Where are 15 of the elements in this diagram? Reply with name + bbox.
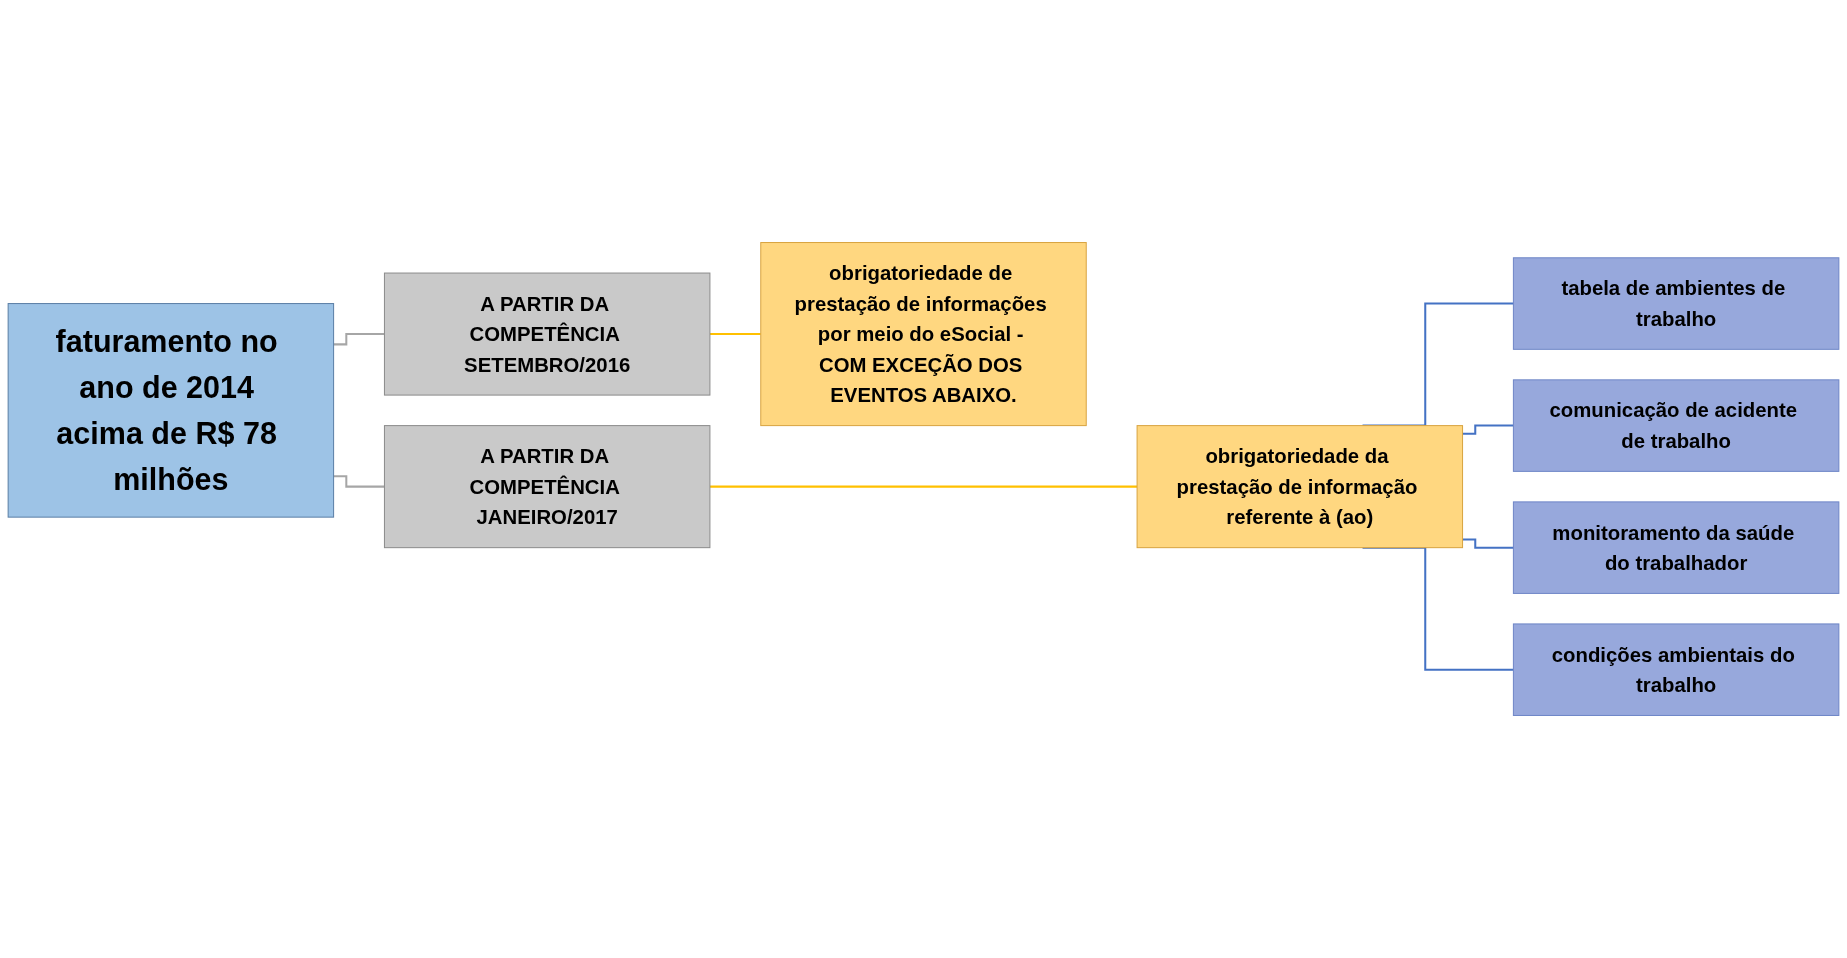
connector — [709, 485, 1138, 488]
node-box: obrigatoriedade de prestação de informações por meio do eSocial - COM EXCEÇÃO DOS EVENTOS ABAIXO. — [760, 242, 1087, 427]
connector — [333, 333, 385, 346]
node-box: tabela de ambientes de trabalho — [1512, 257, 1840, 350]
connector — [709, 333, 761, 336]
node-box: faturamento no ano de 2014 acima de R$ 78 milhões — [7, 303, 335, 518]
node-box: condições ambientais do trabalho — [1512, 623, 1840, 716]
node-box: obrigatoriedade da prestação de informação referente à (ao) — [1136, 425, 1464, 549]
connector — [333, 475, 385, 488]
node-box: A PARTIR DA COMPETÊNCIA SETEMBRO/2016 — [383, 272, 711, 396]
connector — [1462, 424, 1514, 435]
node-box: comunicação de acidente de trabalho — [1512, 379, 1840, 472]
node-box: monitoramento da saúde do trabalhador — [1512, 501, 1840, 594]
node-box: A PARTIR DA COMPETÊNCIA JANEIRO/2017 — [383, 425, 711, 549]
connector — [1462, 538, 1514, 549]
